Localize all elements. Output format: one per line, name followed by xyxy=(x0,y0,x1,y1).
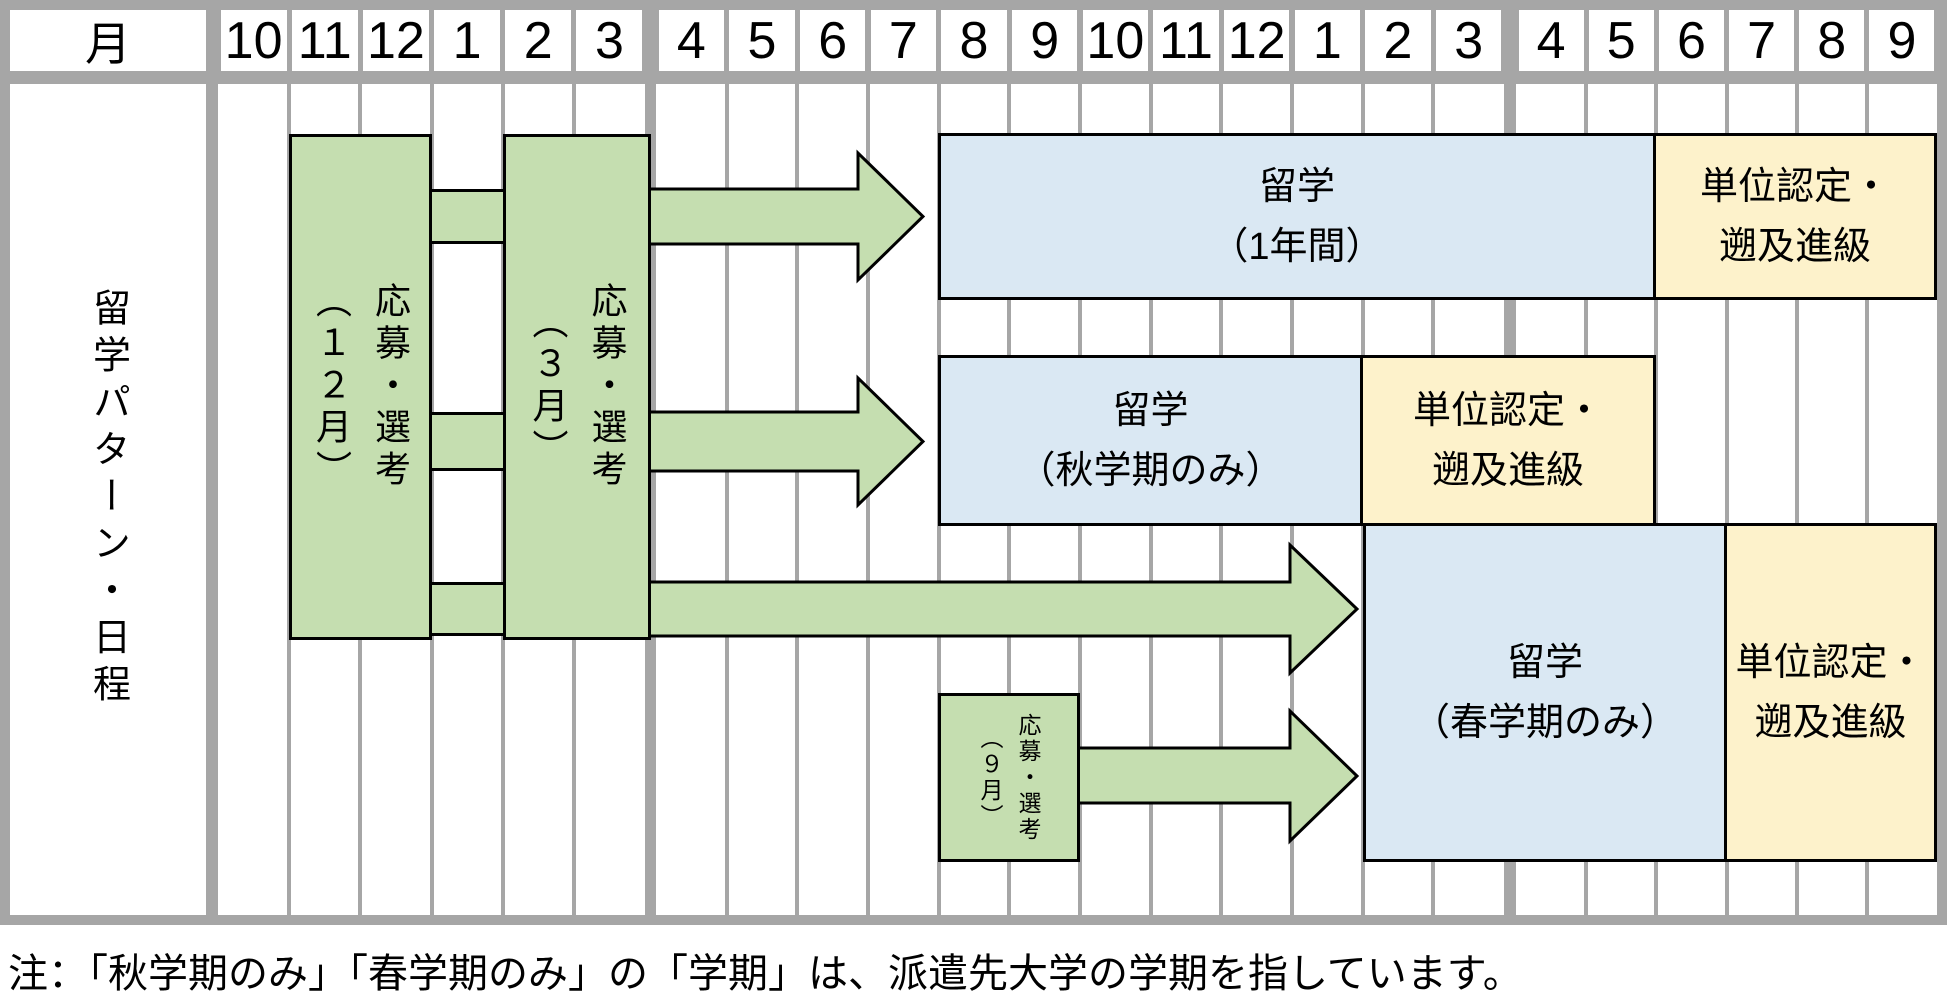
month-header-cell-12: 9 xyxy=(1011,10,1078,71)
month-gridline xyxy=(724,84,729,915)
study-spring-label-1: 留学 xyxy=(1506,641,1583,684)
footnote: 注：「秋学期のみ」「春学期のみ」の「学期」は、派遣先大学の学期を指しています。 xyxy=(8,952,1523,995)
month-header-cell-23: 8 xyxy=(1799,10,1865,71)
month-header-cell-15: 12 xyxy=(1223,10,1290,71)
apply-mar-main-label: 応募・選考 xyxy=(586,282,628,492)
month-header-cell-2: 11 xyxy=(291,10,358,71)
month-header-cell-17: 2 xyxy=(1365,10,1431,71)
month-header-cell-14: 11 xyxy=(1153,10,1219,71)
study-one-year-label-2: （1年間） xyxy=(1210,225,1384,268)
apply-dec-month-label: （１２月） xyxy=(311,282,352,492)
study-fall-label-2: （秋学期のみ） xyxy=(1017,449,1284,492)
month-header-cell-10: 7 xyxy=(870,10,937,71)
credit-fall-label-1: 単位認定・ xyxy=(1412,389,1603,432)
apply-selection-sep-box: 応募・選考 （９月） xyxy=(938,693,1080,862)
month-header-cell-19: 4 xyxy=(1518,10,1584,71)
month-header-cell-16: 1 xyxy=(1294,10,1361,71)
study-spring-only-box: 留学 （春学期のみ） xyxy=(1363,523,1727,862)
month-header-cell-8: 5 xyxy=(729,10,795,71)
month-header-cell-6: 3 xyxy=(576,10,643,71)
month-header-label-cell: 月 xyxy=(10,10,206,71)
study-one-year-box: 留学 （1年間） xyxy=(938,133,1656,300)
apply-dec-main-label: 応募・選考 xyxy=(370,282,411,492)
connector-band-middle xyxy=(427,412,507,471)
month-gridline xyxy=(795,84,800,915)
month-header-cell-5: 2 xyxy=(505,10,572,71)
month-header-cell-3: 12 xyxy=(362,10,429,71)
credit-fall-label-2: 遡及進級 xyxy=(1431,449,1584,492)
credit-recognition-fall-box: 単位認定・ 遡及進級 xyxy=(1360,355,1656,526)
month-header-label: 月 xyxy=(85,17,131,70)
month-header-cell-4: 1 xyxy=(434,10,501,71)
credit-one-year-label-2: 遡及進級 xyxy=(1718,225,1871,268)
apply-sep-month-label: （９月） xyxy=(977,725,1003,830)
sidebar: 留学パターン・日程 xyxy=(10,84,206,915)
month-gridline xyxy=(866,84,870,915)
credit-one-year-label-1: 単位認定・ xyxy=(1699,165,1890,208)
month-header-cell-20: 5 xyxy=(1588,10,1654,71)
credit-recognition-spring-box: 単位認定・ 遡及進級 xyxy=(1724,523,1937,862)
month-header-cell-22: 7 xyxy=(1729,10,1795,71)
month-header-cell-18: 3 xyxy=(1435,10,1502,71)
apply-sep-main-label: 応募・選考 xyxy=(1015,712,1041,843)
credit-spring-label-2: 遡及進級 xyxy=(1754,701,1907,744)
month-header-cell-7: 4 xyxy=(658,10,725,71)
apply-selection-dec-box: 応募・選考 （１２月） xyxy=(289,134,432,640)
apply-mar-month-label: （３月） xyxy=(527,303,569,471)
month-header-cell-1: 10 xyxy=(220,10,287,71)
study-fall-only-box: 留学 （秋学期のみ） xyxy=(938,355,1363,526)
month-gridline xyxy=(1724,84,1729,915)
connector-band-top xyxy=(427,189,507,244)
study-one-year-label-1: 留学 xyxy=(1258,165,1335,208)
month-gridline xyxy=(1794,84,1799,915)
month-header-cell-11: 8 xyxy=(941,10,1007,71)
connector-band-bottom xyxy=(427,582,507,636)
month-header-cell-13: 10 xyxy=(1082,10,1149,71)
study-spring-label-2: （春学期のみ） xyxy=(1411,701,1678,744)
month-gridline xyxy=(1864,84,1869,915)
month-header-cell-21: 6 xyxy=(1658,10,1724,71)
month-header-cell-9: 6 xyxy=(799,10,866,71)
apply-selection-mar-box: 応募・選考 （３月） xyxy=(503,134,651,640)
month-gridline xyxy=(1654,84,1659,915)
month-gridline xyxy=(500,84,505,915)
credit-recognition-one-year-box: 単位認定・ 遡及進級 xyxy=(1653,133,1937,300)
month-header-cell-24: 9 xyxy=(1869,10,1935,71)
credit-spring-label-1: 単位認定・ xyxy=(1735,641,1926,684)
study-fall-label-1: 留学 xyxy=(1112,389,1189,432)
sidebar-title: 留学パターン・日程 xyxy=(86,288,129,711)
